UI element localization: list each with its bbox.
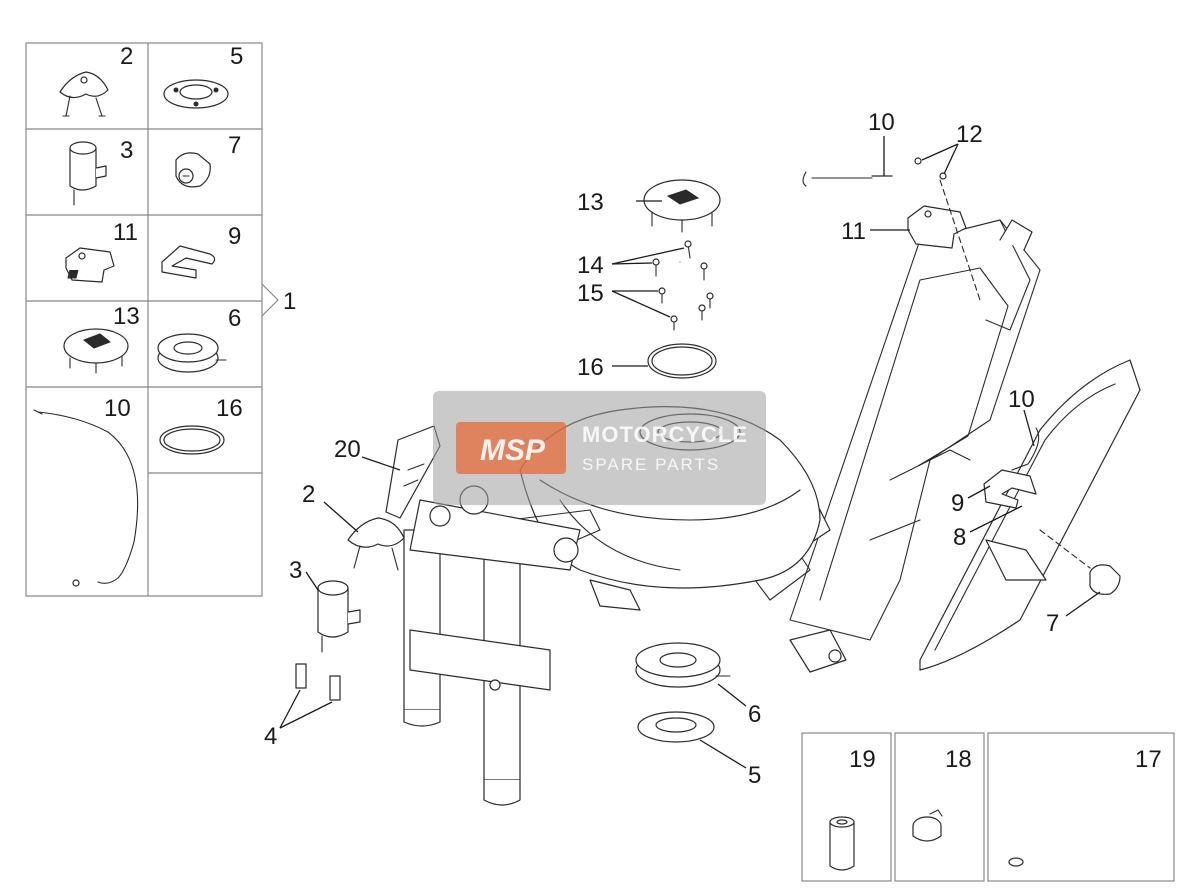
kit-panel: 1 2 5 3 7 11 9 13 6 10 16: [25, 42, 296, 597]
kit-cell-label: 5: [230, 43, 243, 70]
spacer-tube-drawing: [829, 816, 855, 871]
kit-cell-label: 2: [120, 43, 133, 70]
shear-bolt-icon: [295, 663, 307, 689]
kit-seat-lock-drawing: [65, 247, 115, 283]
accessory-label: 17: [1135, 746, 1162, 773]
kit-cell-label: 13: [113, 303, 140, 330]
callout-ignition-keys: 2: [302, 481, 315, 508]
kit-cell-label: 10: [104, 395, 131, 422]
filler-ring-drawing: [635, 642, 731, 688]
accessory-box: [801, 732, 892, 882]
watermark-logo-badge: [456, 422, 566, 474]
side-lock-barrel-drawing: [1089, 564, 1121, 595]
callouts: 13 14 15 16 20 2 3 4 6 5 10 12 11 10 9: [264, 109, 1101, 789]
kit-cell-label: 11: [113, 219, 138, 246]
side-lock-group-drawing: [919, 359, 1141, 671]
seat-lock-group-drawing: [802, 157, 981, 301]
kit-tank-cap-drawing: [63, 328, 129, 374]
seat-screw-icon: [914, 157, 922, 165]
watermark: MSP MOTORCYCLE SPARE PARTS: [433, 391, 766, 505]
seat-lock-drawing: [907, 205, 967, 249]
kit-cell-label: 7: [228, 132, 241, 159]
accessory-box: [987, 732, 1175, 882]
accessory-box: [894, 732, 985, 882]
callout-filler-ring: 6: [748, 701, 761, 728]
ignition-group-drawing: [295, 425, 441, 701]
kit-label: 1: [283, 288, 296, 315]
watermark-box: [433, 391, 766, 505]
kit-gasket-drawing: [159, 425, 225, 455]
watermark-line1: MOTORCYCLE: [582, 422, 748, 447]
callout-shear-bolts: 4: [264, 723, 277, 750]
cap-screw-icons: [652, 240, 714, 331]
watermark-logo: MSP: [480, 434, 546, 467]
kit-ignition-lock-drawing: [69, 141, 107, 206]
callout-ignition-lock: 3: [289, 557, 302, 584]
kit-ring-drawing: [163, 79, 229, 109]
seat-hook-drawing: [983, 469, 1037, 509]
ignition-keys-drawing: [347, 517, 405, 548]
callout-seat-cable: 10: [868, 109, 895, 136]
tank-cap-group-drawing: [643, 179, 721, 379]
watermark-line2: SPARE PARTS: [582, 455, 720, 474]
key-tag-drawing: [385, 425, 441, 519]
callout-cap-screws-upper: 14: [577, 252, 604, 279]
side-cable-drawing: [1011, 427, 1040, 471]
front-fork-drawing: [403, 485, 581, 806]
kit-cable-drawing: [33, 409, 139, 587]
kit-panel-border: [25, 42, 263, 597]
callout-seat-hook: 9: [951, 490, 964, 517]
filler-gasket-drawing: [637, 711, 715, 743]
accessory-label: 18: [945, 746, 972, 773]
kit-lock-barrel-drawing: [175, 152, 211, 188]
callout-seat-lock: 11: [841, 218, 866, 245]
callout-seat-lock-screws: 12: [956, 121, 983, 148]
kit-cell-label: 9: [228, 223, 241, 250]
seat-screw-icon: [939, 172, 947, 180]
shear-bolt-icon: [329, 675, 341, 701]
kit-keys-drawing: [59, 71, 109, 117]
seat-cable-drawing: [802, 171, 873, 187]
hose-clamp-drawing: [912, 809, 943, 842]
fuel-hose-drawing: [1000, 768, 1166, 867]
callout-key-tag: 20: [334, 436, 361, 463]
callout-side-cable: 10: [1008, 386, 1035, 413]
callout-cap-screws-lower: 15: [577, 280, 604, 307]
kit-cell-label: 6: [228, 305, 241, 332]
ignition-lock-drawing: [317, 587, 349, 638]
accessory-boxes: 19 18 17: [801, 732, 1175, 882]
callout-side-lock-barrel: 7: [1046, 610, 1059, 637]
kit-cell-label: 3: [120, 137, 133, 164]
side-panel-drawing: [919, 359, 1141, 671]
callout-lock-bracket: 8: [953, 524, 966, 551]
callout-tank-cap: 13: [577, 189, 604, 216]
callout-filler-gasket: 5: [748, 762, 761, 789]
kit-hook-drawing: [161, 245, 216, 279]
lock-bracket-drawing: [985, 539, 1047, 581]
callout-cap-gasket: 16: [577, 354, 604, 381]
kit-filler-ring-drawing: [157, 333, 227, 373]
accessory-label: 19: [849, 746, 876, 773]
kit-cell-label: 16: [216, 395, 243, 422]
kit-bracket: [261, 283, 279, 317]
